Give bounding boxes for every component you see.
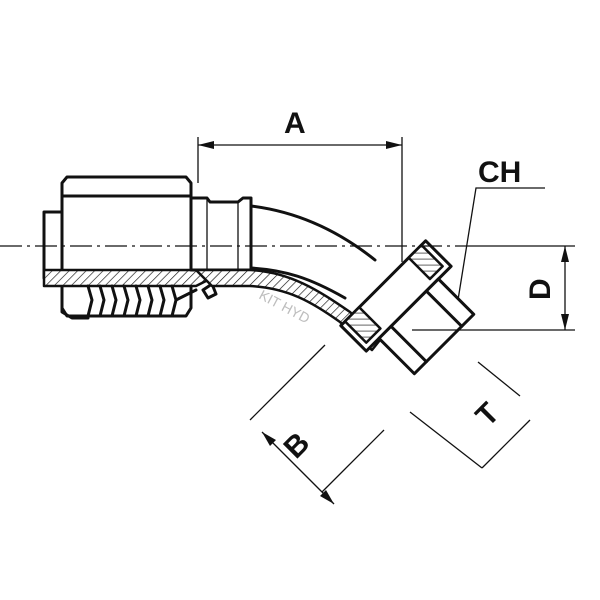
ferrule-section [42,210,218,320]
label-ch: CH [478,156,521,189]
label-t: T [470,397,506,433]
swivel-nut [339,239,476,376]
dimension-b [249,344,385,505]
dimension-t [409,361,531,469]
bent-tube [194,204,382,352]
dimension-d [412,245,575,331]
serrations [60,282,218,320]
insert-neck [189,196,253,272]
dimension-a [197,137,403,262]
ch-leader [457,187,545,301]
label-b: B [278,426,317,465]
label-d: D [524,278,557,300]
label-a: A [284,107,306,140]
